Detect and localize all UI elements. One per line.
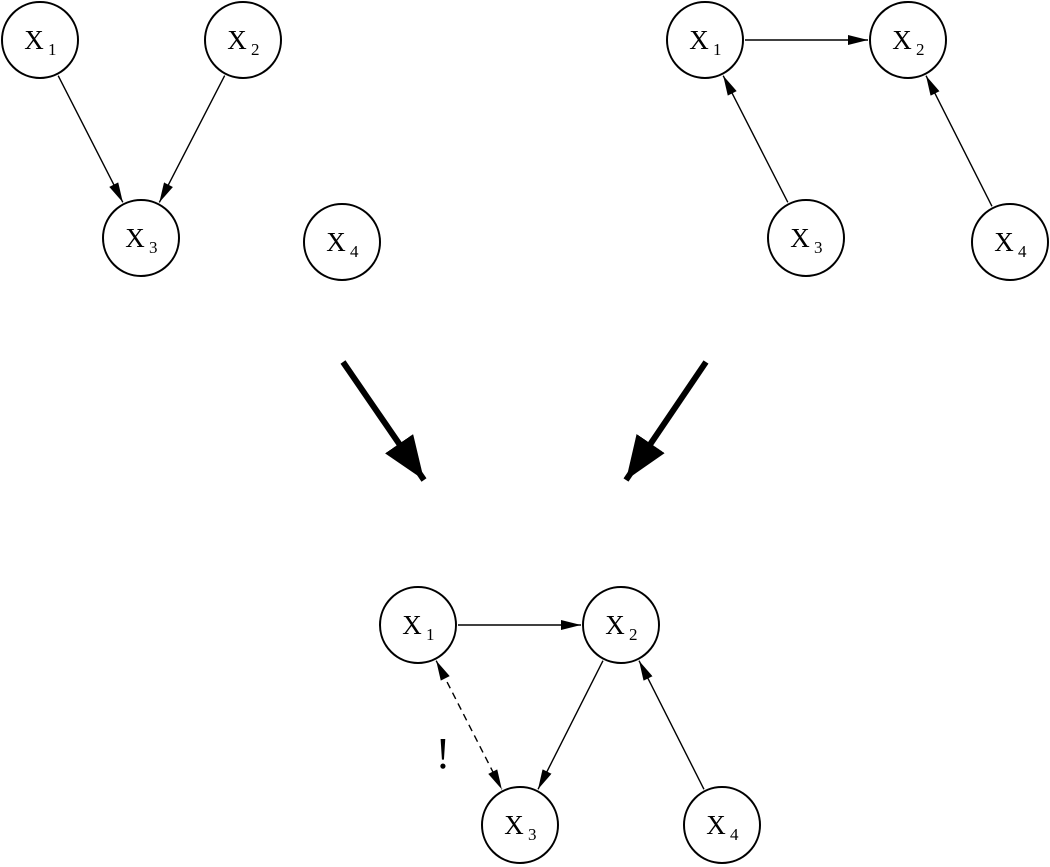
node-label: X bbox=[689, 25, 709, 55]
node-circle bbox=[102, 199, 180, 277]
node-subscript: 2 bbox=[251, 40, 260, 59]
node-circle bbox=[971, 203, 1049, 281]
node-subscript: 3 bbox=[528, 825, 537, 844]
node-subscript: 1 bbox=[713, 40, 722, 59]
node-subscript: 2 bbox=[916, 40, 925, 59]
node-subscript: 4 bbox=[1018, 242, 1027, 261]
node-circle bbox=[767, 199, 845, 277]
node-circle bbox=[303, 203, 381, 281]
node-label: X bbox=[402, 610, 422, 640]
node-circle bbox=[666, 1, 744, 79]
node-label: X bbox=[892, 25, 912, 55]
edges-layer bbox=[57, 35, 993, 790]
node-label: X bbox=[790, 223, 810, 253]
node-circle bbox=[481, 786, 559, 864]
node-label: X bbox=[994, 227, 1014, 257]
edge-tr-x4-to-tr-x2 bbox=[925, 75, 993, 207]
node-label: X bbox=[605, 610, 625, 640]
node-subscript: 1 bbox=[48, 40, 57, 59]
node-circle bbox=[582, 586, 660, 664]
node-circle bbox=[204, 1, 282, 79]
edge-tr-x3-to-tr-x1 bbox=[722, 75, 789, 203]
node-label: X bbox=[125, 223, 145, 253]
node-subscript: 3 bbox=[814, 238, 823, 257]
node-label: X bbox=[326, 227, 346, 257]
node-label: X bbox=[227, 25, 247, 55]
node-subscript: 3 bbox=[149, 238, 158, 257]
node-subscript: 4 bbox=[350, 242, 359, 261]
merge-arrow-right bbox=[623, 360, 709, 482]
node-label: X bbox=[504, 810, 524, 840]
merge-arrow-left bbox=[340, 360, 427, 482]
node-circle bbox=[683, 786, 761, 864]
warning-annotation: ! bbox=[436, 729, 451, 778]
node-label: X bbox=[24, 25, 44, 55]
edge-tl-x1-to-tl-x3 bbox=[57, 75, 124, 203]
edge-b-x1-to-b-x3 bbox=[435, 660, 503, 790]
edge-b-x2-to-b-x3 bbox=[537, 660, 604, 790]
node-circle bbox=[379, 586, 457, 664]
node-label: X bbox=[706, 810, 726, 840]
edge-tl-x2-to-tl-x3 bbox=[158, 75, 226, 203]
edge-b-x4-to-b-x2 bbox=[638, 660, 705, 790]
node-circle bbox=[1, 1, 79, 79]
node-subscript: 4 bbox=[730, 825, 739, 844]
node-subscript: 1 bbox=[426, 625, 435, 644]
node-circle bbox=[869, 1, 947, 79]
node-subscript: 2 bbox=[629, 625, 638, 644]
